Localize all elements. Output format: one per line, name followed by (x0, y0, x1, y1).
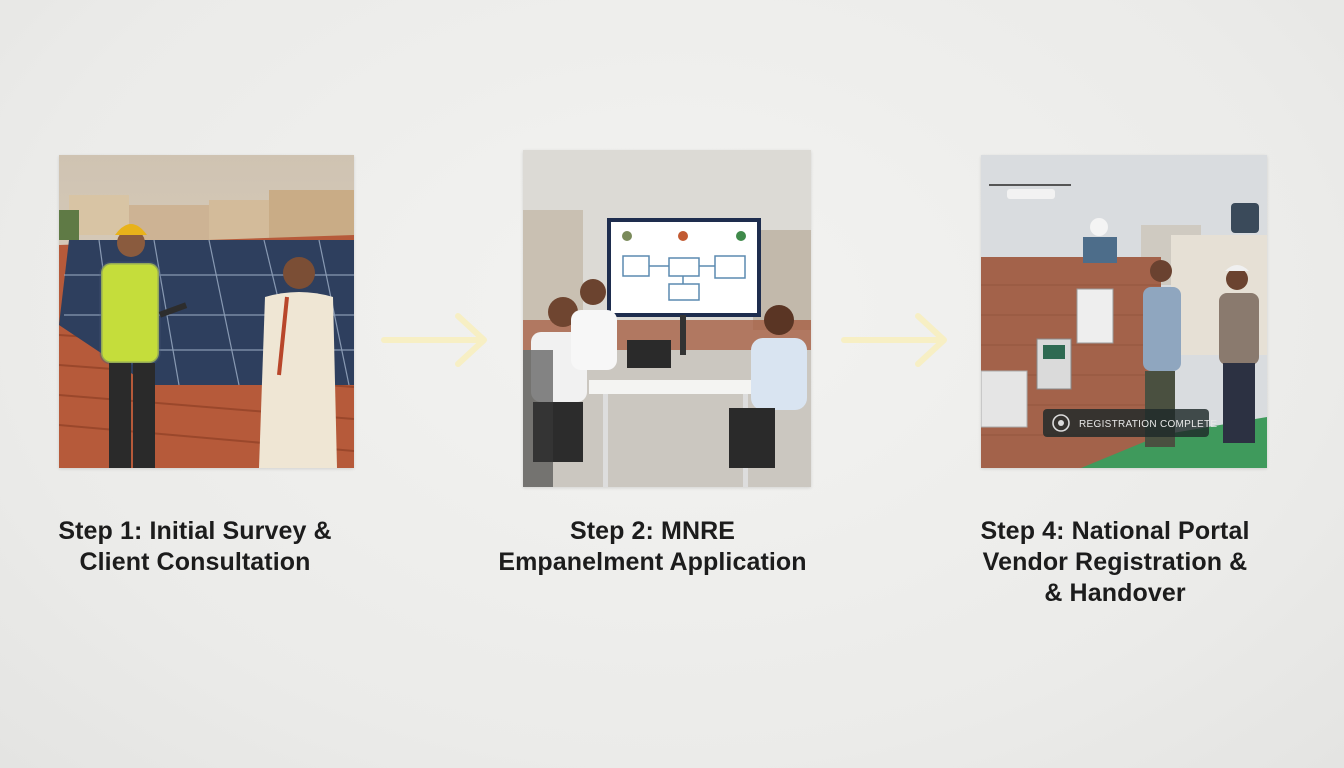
step1-title-line2: Client Consultation (79, 548, 311, 576)
step1-title-line1: Step 1: Initial Survey & (58, 517, 332, 545)
step2-title-line1: Step 2: MNRE (569, 517, 736, 545)
right-arrow-icon (381, 313, 487, 367)
right-arrow-icon (841, 313, 947, 367)
step2-photo (523, 150, 811, 487)
step4-caption: Step 4: National Portal Vendor Registrat… (960, 516, 1270, 609)
step2-caption: Step 2: MNRE Empanelment Application (480, 516, 825, 578)
registration-badge: REGISTRATION COMPLETE (1079, 419, 1217, 430)
step4-title-line2: Vendor Registration & (982, 548, 1248, 576)
step1-caption: Step 1: Initial Survey & Client Consulta… (40, 516, 350, 578)
step2-title-line2: Empanelment Application (498, 548, 807, 576)
step3-photo: REGISTRATION COMPLETE (981, 155, 1267, 468)
step4-title-line1: Step 4: National Portal (980, 517, 1250, 545)
step1-photo (59, 155, 354, 468)
step4-title-line3: & Handover (1044, 579, 1186, 607)
